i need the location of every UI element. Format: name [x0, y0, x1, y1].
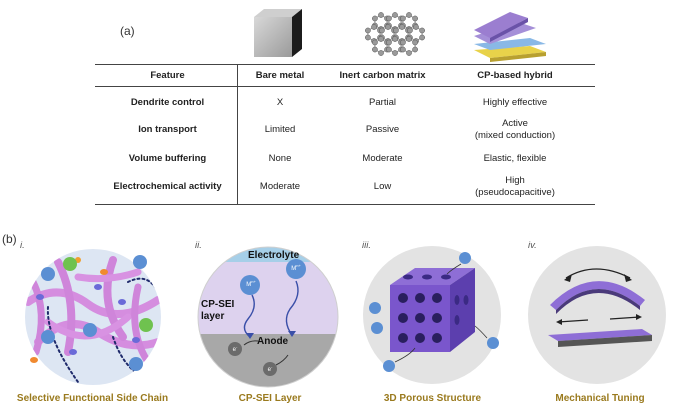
cell-carbon-volume: Moderate	[362, 153, 403, 164]
lattice-atom	[412, 39, 418, 46]
mechanical-tuning-diagram	[528, 246, 666, 384]
row-label-ion-transport: Ion transport	[138, 124, 197, 135]
lattice-atom	[412, 46, 418, 53]
lattice-atom	[372, 15, 378, 22]
lattice-atom	[413, 24, 419, 30]
lattice-atom	[400, 39, 406, 46]
lattice-atom	[386, 15, 392, 22]
functional-side-chain-diagram	[25, 249, 161, 385]
row-label-volume: Volume buffering	[128, 153, 207, 164]
cell-carbon-electrochem: Low	[373, 181, 392, 192]
caption-side-chain: Selective Functional Side Chain	[16, 393, 169, 404]
table-header-rule	[95, 86, 595, 87]
lattice-atom	[412, 15, 418, 22]
lattice-atom	[378, 12, 384, 18]
lattice-atom	[419, 34, 425, 41]
cp-sei-layer-label: CP-SEI layer	[201, 299, 235, 322]
cell-bare-dendrite: X	[276, 97, 284, 108]
lattice-atom	[365, 27, 371, 34]
ion-label-2: Mn+	[291, 263, 301, 272]
lattice-atom	[365, 34, 371, 41]
porous-structure-diagram	[363, 246, 501, 384]
electrolyte-label: Electrolyte	[248, 250, 300, 261]
ion-label-1: Mn+	[246, 279, 256, 288]
cell-bare-ion: Limited	[264, 124, 296, 135]
lattice-atom	[372, 46, 378, 53]
lattice-atom	[400, 46, 406, 53]
subpanel-i-label: i.	[20, 240, 25, 251]
cell-cp-ion: Active (mixed conduction)	[474, 118, 556, 141]
lattice-atom	[385, 24, 391, 30]
lattice-atom	[392, 50, 398, 56]
table-bottom-rule	[95, 204, 595, 205]
lattice-atom	[419, 27, 425, 34]
cell-bare-volume: None	[268, 153, 292, 164]
lattice-atom	[378, 50, 384, 56]
header-cp-hybrid: CP-based hybrid	[477, 70, 553, 81]
lattice-atom	[371, 24, 377, 30]
lattice-atom	[372, 39, 378, 46]
cell-cp-dendrite: Highly effective	[482, 97, 548, 108]
panel-a-label: (a)	[120, 24, 135, 38]
subpanel-ii-label: ii.	[195, 240, 202, 251]
header-feature: Feature	[150, 70, 185, 81]
cell-carbon-ion: Passive	[365, 124, 400, 135]
lattice-atom	[379, 27, 385, 34]
header-carbon: Inert carbon matrix	[339, 70, 426, 81]
table-col-divider	[237, 64, 238, 204]
header-bare-metal: Bare metal	[255, 70, 305, 81]
cp-sei-layer-diagram	[197, 246, 339, 388]
cell-cp-volume: Elastic, flexible	[483, 153, 547, 164]
lattice-atom	[407, 27, 413, 34]
carbon-hexagon-lattice-icon	[365, 12, 425, 56]
cell-cp-electrochem: High (pseudocapacitive)	[475, 175, 555, 198]
lattice-atom	[386, 39, 392, 46]
lattice-atom	[378, 36, 384, 42]
caption-mechanical: Mechanical Tuning	[555, 393, 645, 404]
electron-label-2: e-	[267, 364, 273, 373]
lattice-atom	[393, 27, 399, 34]
row-label-dendrite: Dendrite control	[130, 97, 205, 108]
lattice-atom	[400, 15, 406, 22]
row-label-electrochem: Electrochemical activity	[113, 181, 222, 192]
lattice-atom	[399, 24, 405, 30]
subpanel-iii-label: iii.	[362, 240, 371, 251]
lattice-atom	[406, 12, 412, 18]
subpanel-iv-label: iv.	[528, 240, 537, 251]
caption-porous: 3D Porous Structure	[383, 393, 482, 404]
metal-cube-icon	[254, 9, 302, 57]
lattice-atom	[392, 12, 398, 18]
anode-label: Anode	[257, 336, 289, 347]
lattice-atom	[406, 50, 412, 56]
cell-bare-electrochem: Moderate	[259, 181, 301, 192]
lattice-atom	[392, 36, 398, 42]
panel-b-label: (b)	[2, 232, 17, 246]
caption-cp-sei: CP-SEI Layer	[238, 393, 302, 404]
cell-carbon-dendrite: Partial	[369, 97, 396, 108]
lattice-atom	[386, 46, 392, 53]
layered-hybrid-sheet-icon	[474, 12, 546, 62]
electron-label-1: e-	[232, 344, 238, 353]
lattice-atom	[406, 36, 412, 42]
table-top-rule	[95, 64, 595, 65]
